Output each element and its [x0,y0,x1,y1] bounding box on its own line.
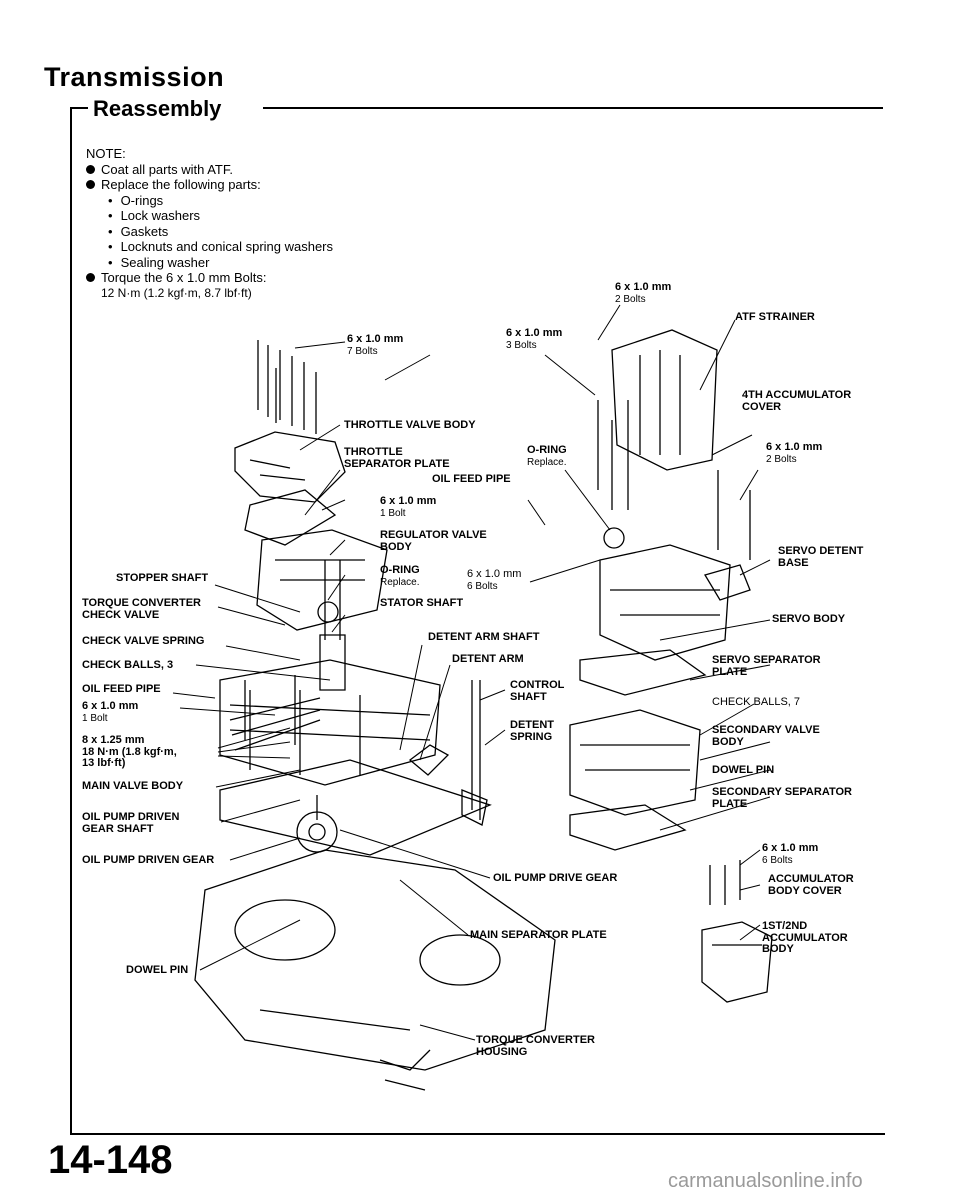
servo-separator-plate-illustration [579,649,707,696]
throttle-separator-plate-illustration [244,489,337,546]
oil-pump-drive-gear-label: OIL PUMP DRIVE GEAR [493,872,618,884]
oil-feed-pipe-label: OIL FEED PIPE [82,683,161,695]
frame-rule-bottom [70,1133,885,1135]
note-sub-item: Lock washers [86,208,333,224]
throttle-valve-body-label: THROTTLE VALVE BODY [344,419,476,431]
oil-pump-driven-gear-label: OIL PUMP DRIVEN GEAR [82,854,215,866]
bolts-8x125-illustration [229,675,321,751]
check-valve-spring-label: CHECK VALVE SPRING [82,635,205,647]
section-heading: Reassembly [93,96,222,121]
note-item: Replace the following parts: [86,177,333,193]
bullet-icon [86,273,95,282]
frame-rule-top [70,107,88,109]
torque-converter-check-valve-label: TORQUE CONVERTER CHECK VALVE [82,597,201,621]
oil-feed-pipe-label: OIL FEED PIPE [432,473,511,485]
frame-rule-left [70,107,72,1135]
page-number: 14-148 [48,1138,173,1182]
oring-right-illustration [603,527,625,549]
leader-lines [172,304,771,1041]
note-sub-item: Locknuts and conical spring washers [86,239,333,255]
check-balls-label: CHECK BALLS, 7 [712,696,801,708]
regulator-valve-body-illustration [256,529,388,631]
note-sub-item: Sealing washer [86,255,333,271]
stopper-shaft-label: STOPPER SHAFT [116,572,209,584]
secondary-separator-plate-label: SECONDARY SEPARATOR PLATE [712,786,852,810]
servo-detent-base-illustration [704,564,751,601]
1st2nd-accumulator-body-label: 1ST/2ND ACCUMULATOR BODY [762,920,848,955]
regulator-valve-body-label: REGULATOR VALVE BODY [380,529,487,553]
stator-shaft-illustration [319,560,346,691]
servo-body-illustration [599,544,731,661]
note-sub-item: O-rings [86,193,333,209]
watermark: carmanualsonline.info [668,1170,863,1192]
bullet-icon [86,164,95,174]
throttle-separator-plate-label: THROTTLE SEPARATOR PLATE [344,446,450,470]
throttle-valve-body-illustration [234,431,346,503]
4th-accumulator-cover-label: 4TH ACCUMULATOR COVER [742,389,852,413]
note-sub-item: Gaskets [86,224,333,240]
stator-shaft-label: STATOR SHAFT [380,597,464,609]
oil-pump-driven-gear-shaft-label: OIL PUMP DRIVEN GEAR SHAFT [82,811,180,835]
control-shaft-label: CONTROL SHAFT [510,679,565,703]
notes-heading: NOTE: [86,146,126,161]
throttle-bolts-illustration [257,340,317,434]
atf-strainer-label: ATF STRAINER [735,311,815,323]
bullet-icon [86,180,95,189]
main-separator-plate-illustration [219,759,492,856]
torque-spec: 12 N·m (1.2 kgf·m, 8.7 lbf·ft) [101,285,252,300]
detent-spring-label: DETENT SPRING [510,719,554,743]
oring-illustration [317,601,339,623]
page-title: Transmission [44,62,225,92]
check-balls-label: CHECK BALLS, 3 [82,659,174,671]
dowel-pin-label: DOWEL PIN [712,764,775,776]
secondary-valve-body-label: SECONDARY VALVE BODY [712,724,820,748]
main-valve-body-label: MAIN VALVE BODY [82,780,184,792]
notes-block: NOTE: Coat all parts with ATF. Replace t… [86,146,333,301]
secondary-valve-body-illustration [569,709,701,816]
dowel-pin-label: DOWEL PIN [126,964,189,976]
main-valve-body-illustration [219,659,441,786]
servo-detent-base-label: SERVO DETENT BASE [778,545,864,569]
note-item: Coat all parts with ATF. [86,162,333,178]
right-bolts-illustration [597,400,751,560]
accumulator-body-illustration [701,921,773,1003]
servo-separator-plate-label: SERVO SEPARATOR PLATE [712,654,821,678]
section-rule [263,107,883,109]
main-separator-plate-label: MAIN SEPARATOR PLATE [470,929,607,941]
atf-strainer-illustration [611,329,718,471]
accumulator-body-cover-label: ACCUMULATOR BODY COVER [768,873,854,897]
control-shaft-illustration [461,680,488,826]
servo-body-label: SERVO BODY [772,613,846,625]
torque-converter-housing-label: TORQUE CONVERTER HOUSING [476,1034,595,1058]
secondary-separator-plate-illustration [569,804,687,851]
note-item: Torque the 6 x 1.0 mm Bolts: [86,270,333,286]
detent-arm-label: DETENT ARM [452,653,524,665]
torque-converter-housing-illustration [194,849,556,1071]
detent-arm-shaft-label: DETENT ARM SHAFT [428,631,540,643]
